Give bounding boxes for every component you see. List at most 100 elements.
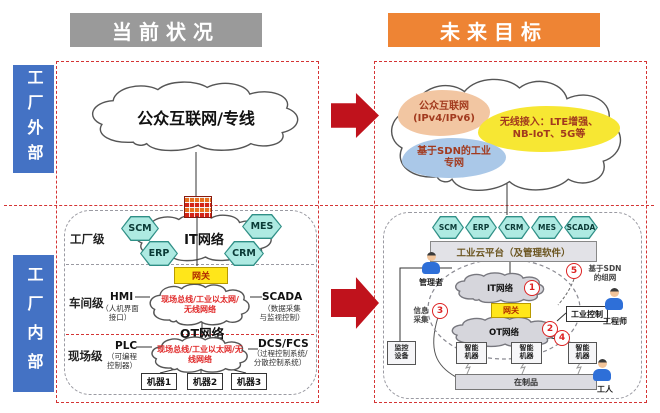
current-header: 当前状况 — [70, 13, 262, 47]
gateway-box-current: 网关 — [174, 267, 228, 284]
hexagon-scm-current-label: SCM — [122, 217, 158, 240]
smart-machine-2-line1: 智能 — [519, 344, 534, 353]
dcs-subtitle-line1: （过程控制系统/ — [252, 349, 308, 358]
worker-person-icon — [592, 359, 612, 383]
field-network-cloud-label: 现场总线/工业以太网/无 线网络 — [148, 336, 252, 374]
wireless-blob-line2: NB-IoT、5G等 — [512, 129, 586, 140]
workshop-network-cloud: 现场总线/工业以太网/ 无线网络 — [146, 283, 254, 327]
sdn-networking-note: 基于SDN 的组网 — [582, 264, 628, 283]
it-network-cloud-future: IT网络 — [452, 272, 548, 304]
internet-blob-line2: (IPv4/IPv6) — [413, 113, 475, 124]
info-collection-line2: 采集 — [413, 315, 429, 325]
public-internet-cloud-label: 公众互联网/专线 — [137, 109, 255, 128]
sdn-note-line2: 的组网 — [593, 273, 617, 283]
scada-subtitle: （数据采集 与监视控制） — [254, 304, 310, 323]
hexagon-mes-current-label: MES — [243, 215, 281, 238]
smart-machine-2-line2: 机器 — [519, 352, 534, 360]
wireless-blob-line1: 无线接入：LTE增强、 — [499, 116, 599, 128]
work-in-progress-bar: 在制品 — [455, 374, 597, 390]
internet-blob-line1: 公众互联网 — [419, 100, 469, 112]
field-level-label: 现场级 — [68, 349, 103, 363]
factory-outside-label: 工厂外部 — [13, 65, 54, 173]
smart-machine-3-box: 智能 机器 — [568, 342, 597, 364]
hexagon-erp-future: ERP — [465, 216, 497, 239]
future-factory-inner-frame — [383, 212, 642, 399]
badge-5: 5 — [566, 263, 582, 279]
hmi-subtitle-line1: （人机界面 — [101, 304, 139, 313]
sdn-private-network-blob: 基于SDN的工业 专网 — [402, 138, 506, 178]
gateway-label-current: 网关 — [191, 272, 210, 282]
machine-1-label: 机器1 — [146, 378, 172, 388]
sdn-blob-line2: 专网 — [444, 158, 464, 169]
badge-2: 2 — [542, 321, 558, 337]
workshop-cloud-line2: 无线网络 — [184, 305, 216, 314]
manager-label: 管理者 — [419, 278, 443, 287]
hexagon-scm-future: SCM — [432, 216, 464, 239]
industrial-cloud-platform-box: 工业云平台（及管理软件） — [430, 241, 597, 262]
smart-machine-3-line1: 智能 — [575, 344, 590, 353]
hexagon-scada-future: SCADA — [564, 216, 598, 239]
gateway-box-future: 网关 — [491, 303, 531, 318]
badge-1: 1 — [524, 280, 540, 296]
field-network-cloud: 现场总线/工业以太网/无 线网络 — [148, 336, 252, 374]
plc-subtitle: （可编程 控制器） — [100, 352, 144, 371]
sdn-blob-line1: 基于SDN的工业 — [417, 145, 491, 157]
public-internet-blob: 公众互联网 (IPv4/IPv6) — [398, 90, 490, 136]
hexagon-mes-future: MES — [531, 216, 563, 239]
hexagon-scm-future-label: SCM — [433, 217, 463, 238]
hexagon-mes-future-label: MES — [532, 217, 562, 238]
dcs-subtitle: （过程控制系统/ 分散控制系统） — [248, 349, 312, 368]
field-cloud-line1: 现场总线/工业以太网/无 — [157, 345, 243, 355]
engineer-label: 工程师 — [603, 317, 627, 326]
it-network-label-future: IT网络 — [487, 284, 513, 294]
factory-inside-label: 工厂内部 — [13, 255, 54, 392]
hexagon-crm-current-label: CRM — [225, 242, 263, 265]
factory-workshop-separator — [66, 264, 314, 265]
info-collection-label: 信息 采集 — [412, 306, 430, 325]
plc-subtitle-line2: 控制器） — [107, 361, 137, 371]
hmi-subtitle-line2: 接口） — [108, 313, 132, 323]
smart-machine-1-line1: 智能 — [464, 344, 479, 353]
smart-machine-1-line2: 机器 — [464, 352, 479, 360]
factory-boundary-divider — [4, 205, 654, 206]
future-header-label: 未来目标 — [440, 19, 548, 44]
current-region-frame — [56, 61, 319, 403]
future-region-frame — [374, 61, 647, 403]
work-in-progress-label: 在制品 — [514, 377, 538, 387]
wireless-access-blob: 无线接入：LTE增强、 NB-IoT、5G等 — [478, 106, 620, 152]
plc-title: PLC — [115, 340, 138, 352]
scada-subtitle-line2: 与监视控制） — [259, 313, 305, 323]
machine-3-box: 机器3 — [231, 373, 267, 390]
smart-machine-1-box: 智能 机器 — [456, 342, 487, 364]
future-header: 未来目标 — [388, 13, 600, 47]
hmi-title: HMI — [110, 291, 134, 303]
dcs-subtitle-line2: 分散控制系统） — [253, 358, 307, 368]
workshop-network-cloud-label: 现场总线/工业以太网/ 无线网络 — [146, 283, 254, 327]
info-collection-line1: 信息 — [413, 306, 429, 315]
monitor-device-box: 监控 设备 — [387, 341, 416, 365]
machine-2-label: 机器2 — [192, 378, 218, 388]
gateway-label-future: 网关 — [503, 306, 519, 315]
scada-subtitle-line1: （数据采集 — [263, 304, 301, 313]
hexagon-crm-future: CRM — [498, 216, 530, 239]
industrial-control-box: 工业控制 — [566, 306, 608, 322]
firewall-icon — [184, 196, 212, 218]
hexagon-erp-current-label: ERP — [141, 242, 177, 265]
hexagon-scada-future-label: SCADA — [565, 217, 597, 238]
engineer-person-icon — [604, 288, 624, 312]
plc-subtitle-line1: （可编程 — [107, 352, 137, 361]
badge-4: 4 — [554, 330, 570, 346]
workshop-level-label: 车间级 — [69, 296, 104, 310]
machine-3-label: 机器3 — [236, 378, 262, 388]
hexagon-crm-future-label: CRM — [499, 217, 529, 238]
industrial-control-label: 工业控制 — [571, 309, 603, 319]
ot-network-label-future: OT网络 — [488, 328, 520, 338]
dcs-title: DCS/FCS — [258, 338, 309, 350]
public-internet-cloud: 公众互联网/专线 — [84, 80, 308, 154]
sdn-note-line1: 基于SDN — [588, 264, 622, 273]
workshop-cloud-line1: 现场总线/工业以太网/ — [161, 295, 239, 305]
scada-title: SCADA — [262, 291, 303, 303]
ot-network-cloud-future: OT网络 — [448, 316, 560, 348]
smart-machine-2-box: 智能 机器 — [511, 342, 542, 364]
